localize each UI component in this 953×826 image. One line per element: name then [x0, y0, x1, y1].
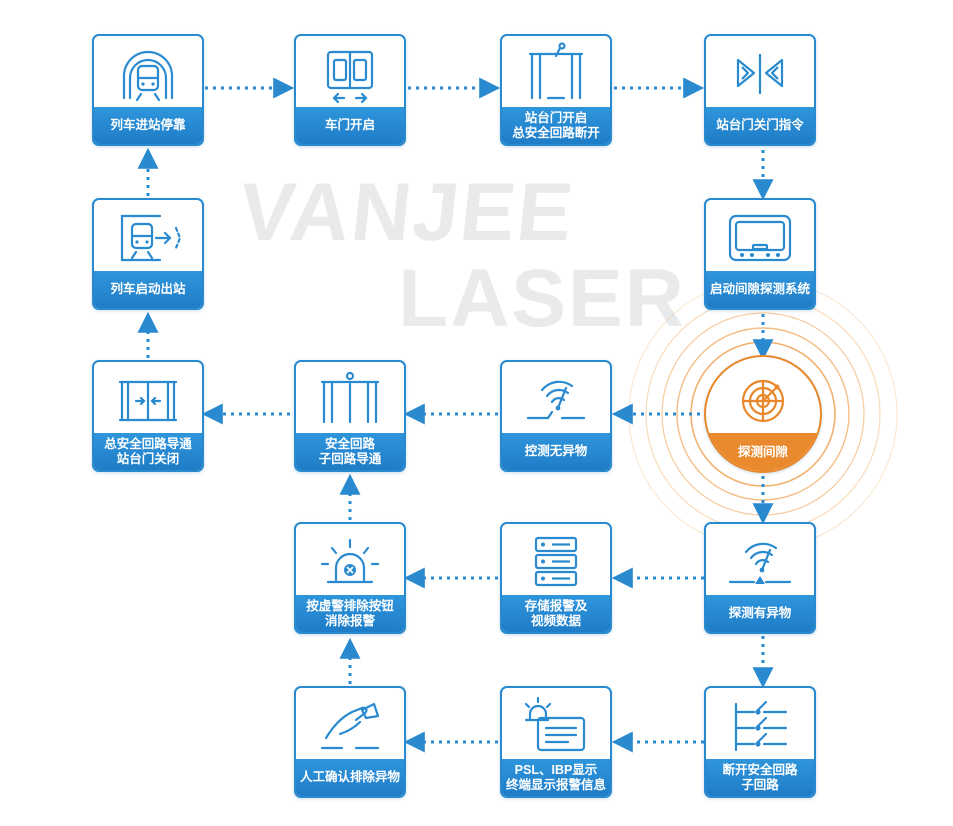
circuit-branch-icon: [734, 700, 788, 752]
step-detect-gap: 探测间隙: [704, 355, 822, 473]
hand-remove-icon: [320, 702, 380, 750]
step-store-alarm: 存储报警及 视频数据: [500, 522, 612, 634]
step-cut-subloop: 断开安全回路 子回路: [704, 686, 816, 798]
step-door-open: 车门开启: [294, 34, 406, 146]
step-label: 安全回路 子回路导通: [296, 433, 404, 470]
monitor-screen-icon: [728, 214, 792, 262]
server-storage-icon: [534, 536, 578, 587]
step-train-arrive: 列车进站停靠: [92, 34, 204, 146]
step-no-obstacle: 控测无异物: [500, 360, 612, 472]
step-label: 总安全回路导通 站台门关闭: [94, 433, 202, 470]
step-label: 人工确认排除异物: [296, 759, 404, 796]
step-label: 车门开启: [296, 107, 404, 144]
train-depart-icon: [120, 214, 182, 262]
step-manual-confirm: 人工确认排除异物: [294, 686, 406, 798]
step-label: 存储报警及 视频数据: [502, 595, 610, 632]
step-label: 按虚警排除按钮 消除报警: [296, 595, 404, 632]
step-label: 断开安全回路 子回路: [706, 759, 814, 796]
step-psd-open: 站台门开启 总安全回路断开: [500, 34, 612, 146]
step-label: 列车启动出站: [94, 271, 202, 308]
step-train-depart: 列车启动出站: [92, 198, 204, 310]
radar-icon: [741, 379, 785, 423]
step-label: 站台门开启 总安全回路断开: [502, 107, 610, 144]
step-clear-alarm: 按虚警排除按钮 消除报警: [294, 522, 406, 634]
step-label: PSL、IBP显示 终端显示报警信息: [502, 759, 610, 796]
step-label: 探测有异物: [706, 595, 814, 632]
alarm-display-icon: [524, 696, 586, 752]
alarm-light-icon: [320, 538, 380, 584]
step-gap-system-start: 启动间隙探测系统: [704, 198, 816, 310]
train-tunnel-icon: [122, 50, 174, 102]
step-obstacle-found: 探测有异物: [704, 522, 816, 634]
train-door-open-icon: [326, 50, 374, 104]
door-close-command-icon: [736, 54, 784, 94]
platform-door-open-icon: [528, 42, 584, 100]
step-psd-close-command: 站台门关门指令: [704, 34, 816, 146]
step-label: 列车进站停靠: [94, 107, 202, 144]
door-closed-icon: [118, 380, 178, 422]
step-main-loop-closed: 总安全回路导通 站台门关闭: [92, 360, 204, 472]
signal-clear-icon: [526, 380, 586, 420]
step-label: 启动间隙探测系统: [706, 271, 814, 308]
step-psl-display: PSL、IBP显示 终端显示报警信息: [500, 686, 612, 798]
step-subloop-conduct: 安全回路 子回路导通: [294, 360, 406, 472]
step-label: 控测无异物: [502, 433, 610, 470]
step-label: 探测间隙: [706, 433, 820, 471]
signal-alert-icon: [728, 542, 792, 584]
platform-door-icon: [320, 371, 380, 424]
step-label: 站台门关门指令: [706, 107, 814, 144]
